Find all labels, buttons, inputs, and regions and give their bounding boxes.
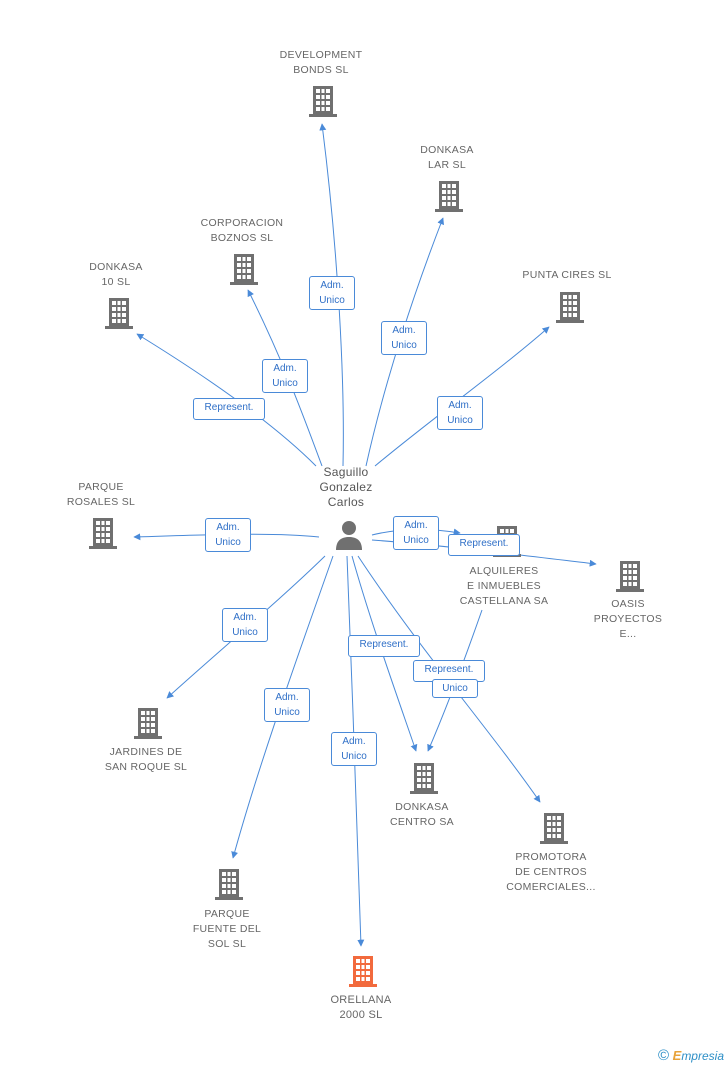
company-label-parque-rosales[interactable]: PARQUE ROSALES SL	[66, 481, 136, 508]
person-name[interactable]: Saguillo Gonzalez Carlos	[319, 465, 373, 509]
building-icon[interactable]	[105, 298, 133, 329]
edge-label: Adm. Unico	[437, 396, 483, 430]
building-icon[interactable]	[410, 763, 438, 794]
building-icon[interactable]	[309, 86, 337, 117]
company-label-alquileres[interactable]: ALQUILERES E INMUEBLES CASTELLANA SA	[459, 565, 549, 607]
edge-label: Adm. Unico	[222, 608, 268, 642]
edge-label: Adm. Unico	[309, 276, 355, 310]
copyright-symbol: ©	[657, 1047, 670, 1064]
company-label-donkasa-centro[interactable]: DONKASA CENTRO SA	[390, 801, 454, 828]
company-label-parque-fuente[interactable]: PARQUE FUENTE DEL SOL SL	[192, 908, 262, 950]
company-label-corporacion-boznos[interactable]: CORPORACION BOZNOS SL	[200, 217, 284, 244]
edge-label: Adm. Unico	[393, 516, 439, 550]
building-icon[interactable]	[215, 869, 243, 900]
edge-label: Adm. Unico	[262, 359, 308, 393]
edge-label: Unico	[432, 679, 478, 698]
edge-label: Adm. Unico	[264, 688, 310, 722]
company-label-oasis[interactable]: OASIS PROYECTOS E...	[593, 598, 663, 640]
company-label-orellana[interactable]: ORELLANA 2000 SL	[330, 994, 392, 1021]
copyright-footer: © Empresia	[658, 1047, 724, 1064]
building-icon[interactable]	[616, 561, 644, 592]
building-icon[interactable]	[540, 813, 568, 844]
building-icon[interactable]	[349, 956, 377, 987]
edge-label: Adm. Unico	[331, 732, 377, 766]
building-icon[interactable]	[230, 254, 258, 285]
building-icon[interactable]	[435, 181, 463, 212]
company-label-jardines[interactable]: JARDINES DE SAN ROQUE SL	[104, 746, 188, 773]
company-label-donkasa-10[interactable]: DONKASA 10 SL	[89, 261, 143, 288]
building-icon[interactable]	[89, 518, 117, 549]
company-label-donkasa-lar[interactable]: DONKASA LAR SL	[420, 144, 474, 171]
building-icon[interactable]	[556, 292, 584, 323]
brand-name: mpresia	[681, 1049, 724, 1063]
company-label-promotora[interactable]: PROMOTORA DE CENTROS COMERCIALES...	[506, 851, 596, 893]
edge-punta-cires	[374, 326, 550, 467]
edge-label: Represent.	[348, 635, 420, 657]
edge-label: Represent.	[448, 534, 520, 556]
building-icon[interactable]	[134, 708, 162, 739]
edge-label: Adm. Unico	[381, 321, 427, 355]
company-label-punta-cires[interactable]: PUNTA CIRES SL	[522, 269, 612, 281]
person-icon	[336, 521, 362, 550]
company-label-development-bonds[interactable]: DEVELOPMENT BONDS SL	[279, 49, 363, 76]
brand-initial: E	[672, 1048, 682, 1063]
edge-label: Adm. Unico	[205, 518, 251, 552]
edge-label: Represent.	[193, 398, 265, 420]
